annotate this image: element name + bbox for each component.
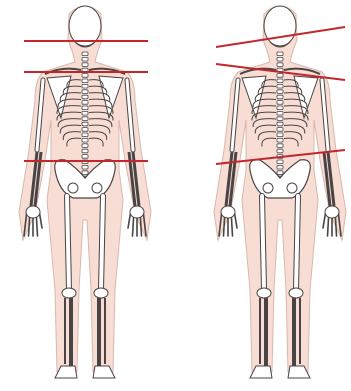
knee-left: [257, 288, 271, 298]
wrist-left: [26, 206, 40, 218]
vertebra: [82, 155, 88, 159]
vertebra: [82, 106, 88, 110]
vertebra: [277, 160, 283, 164]
vertebra: [82, 52, 88, 56]
vertebra: [277, 74, 283, 78]
vertebra: [277, 171, 283, 175]
vertebra: [277, 63, 283, 67]
vertebra: [277, 52, 283, 56]
vertebra: [277, 144, 283, 148]
femur-core-right: [296, 196, 298, 290]
vertebra: [277, 90, 283, 94]
vertebra: [277, 79, 283, 83]
femur-core-right: [101, 196, 103, 290]
vertebra: [82, 111, 88, 115]
vertebra: [82, 149, 88, 153]
vertebra: [277, 138, 283, 142]
wrist-left: [221, 206, 235, 218]
vertebra: [82, 144, 88, 148]
vertebra: [82, 63, 88, 67]
vertebra: [82, 133, 88, 137]
vertebra: [277, 101, 283, 105]
vertebra: [277, 133, 283, 137]
vertebra: [82, 128, 88, 132]
vertebra: [82, 74, 88, 78]
vertebra: [277, 106, 283, 110]
vertebra: [277, 111, 283, 115]
vertebra: [82, 57, 88, 61]
vertebra: [82, 95, 88, 99]
wrist-right: [130, 206, 144, 218]
vertebra: [277, 128, 283, 132]
vertebra: [277, 57, 283, 61]
vertebra: [277, 95, 283, 99]
vertebra: [82, 171, 88, 175]
aligned-skeleton: [19, 6, 151, 378]
vertebra: [82, 90, 88, 94]
vertebra: [277, 149, 283, 153]
knee-left: [62, 288, 76, 298]
tilted-skeleton: [214, 6, 346, 378]
vertebra: [277, 117, 283, 121]
wrist-right: [325, 206, 339, 218]
vertebra: [277, 84, 283, 88]
vertebra: [277, 122, 283, 126]
skull: [264, 6, 296, 46]
knee-right: [94, 288, 108, 298]
knee-right: [289, 288, 303, 298]
vertebra: [82, 79, 88, 83]
vertebra: [82, 117, 88, 121]
vertebra: [82, 138, 88, 142]
vertebra: [82, 101, 88, 105]
vertebra: [277, 165, 283, 169]
femur-core-left: [262, 196, 264, 290]
vertebra: [82, 84, 88, 88]
vertebra: [82, 122, 88, 126]
femur-core-left: [67, 196, 69, 290]
vertebra: [82, 165, 88, 169]
